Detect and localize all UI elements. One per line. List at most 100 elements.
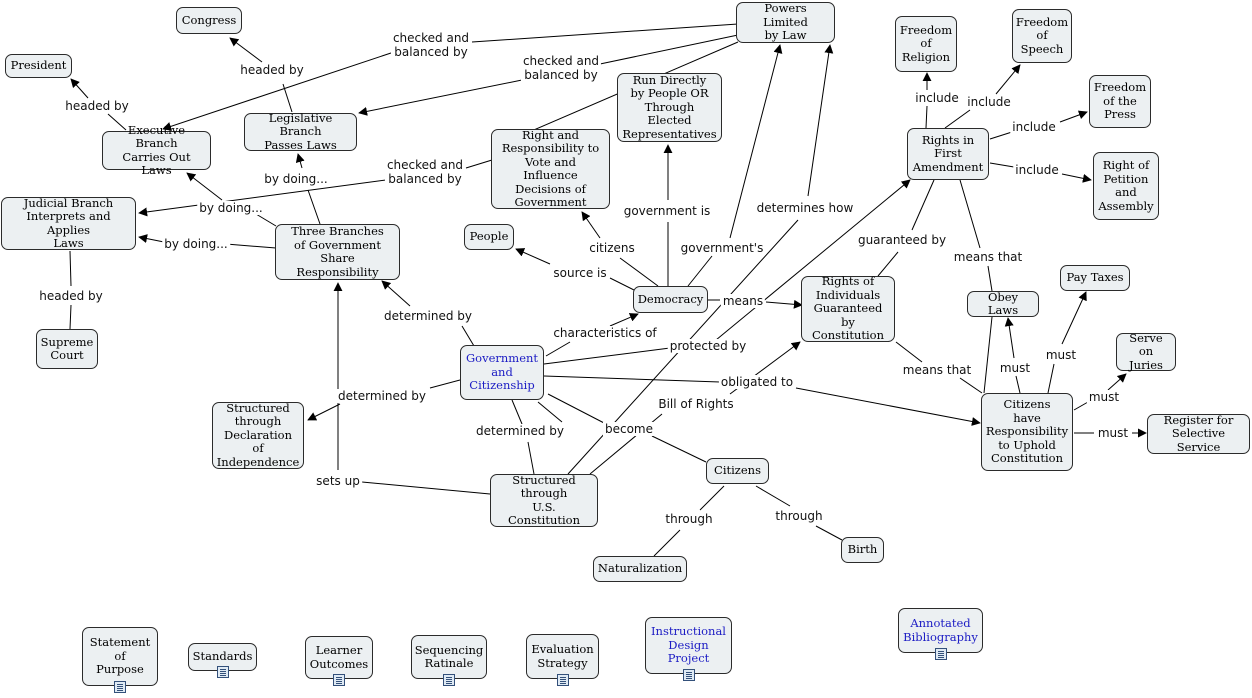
edge-democracy-people-b — [515, 248, 551, 265]
edge-label-guaranteed-by: guaranteed by — [855, 233, 949, 247]
edge-label-determined-by-three: determined by — [382, 309, 474, 323]
edge-gov-constitution-b — [527, 441, 535, 475]
node-right-responsibility[interactable]: Right and Responsibility to Vote and Inf… — [491, 128, 610, 209]
edge-democracy-powers-b — [729, 44, 783, 239]
edge-judicial-supreme-b — [69, 304, 72, 330]
node-naturalization[interactable]: Naturalization — [593, 556, 687, 582]
node-executive[interactable]: Executive Branch Carries Out Laws — [102, 123, 211, 177]
node-label: Judicial Branch Interprets and Applies L… — [23, 195, 114, 250]
edge-label-become: become — [602, 422, 656, 436]
node-label: Birth — [847, 542, 878, 557]
node-freedom-speech[interactable]: Freedom of Speech — [1012, 9, 1072, 63]
node-three-branches[interactable]: Three Branches of Government Share Respo… — [275, 224, 400, 280]
edge-three-legislative-a — [307, 189, 321, 225]
node-label: Citizens have Responsibility to Uphold C… — [985, 397, 1069, 466]
node-rights-first-amendment[interactable]: Rights in First Amendment — [907, 128, 989, 180]
edge-rights-rfa-b — [911, 179, 935, 231]
edge-citizens-naturalization-a — [699, 485, 725, 511]
document-icon[interactable] — [682, 669, 695, 681]
edge-legislative-congress-b — [229, 37, 263, 63]
node-label: Freedom of the Press — [1093, 80, 1147, 122]
node-instructional-design[interactable]: Instructional Design Project — [645, 617, 732, 681]
node-powers-limited[interactable]: Powers Limited by Law — [736, 2, 835, 43]
edge-rfa-obey-b — [987, 265, 993, 292]
edge-label-headed-by-congress: headed by — [238, 63, 306, 77]
edge-label-include-press: include — [1010, 120, 1058, 134]
document-icon[interactable] — [216, 666, 229, 678]
edge-democracy-rightresp-a — [619, 257, 659, 287]
node-serve-juries[interactable]: Serve on Juries — [1116, 331, 1176, 371]
node-citizens-responsibility[interactable]: Citizens have Responsibility to Uphold C… — [981, 393, 1073, 471]
edge-label-must-register: must — [1095, 426, 1131, 440]
edge-gov-democracy-a — [545, 341, 571, 357]
node-register-service[interactable]: Register for Selective Service — [1147, 413, 1250, 454]
node-structured-constitution[interactable]: Structured through U.S. Constitution — [490, 473, 598, 527]
edge-gov-three-b — [381, 280, 411, 307]
node-structured-declaration[interactable]: Structured through Declaration of Indepe… — [212, 401, 304, 469]
node-label: Rights of Individuals Guaranteed by Cons… — [812, 274, 884, 343]
document-icon[interactable] — [934, 648, 947, 660]
edge-rights-rfa-a — [877, 251, 899, 277]
node-evaluation-strategy[interactable]: Evaluation Strategy — [526, 634, 599, 686]
node-label: Freedom of Speech — [1015, 14, 1069, 56]
edge-citizens-birth-b — [815, 525, 843, 541]
node-right-petition[interactable]: Right of Petition and Assembly — [1093, 152, 1159, 220]
node-gov-citizenship[interactable]: Government and Citizenship — [460, 345, 544, 400]
node-run-directly[interactable]: Run Directly by People OR Through Electe… — [617, 73, 722, 142]
edge-label-through-birth: through — [773, 509, 825, 523]
edge-rfa-press-b — [1059, 110, 1088, 123]
node-annotated-bibliography[interactable]: Annotated Bibliography — [898, 608, 983, 660]
node-label: Congress — [181, 12, 237, 27]
node-label: Annotated Bibliography — [903, 616, 978, 644]
node-label: Executive Branch Carries Out Laws — [122, 122, 191, 177]
node-label: Pay Taxes — [1066, 270, 1124, 285]
edge-democracy-powers-a — [687, 255, 713, 287]
node-rights-individuals[interactable]: Rights of Individuals Guaranteed by Cons… — [801, 274, 895, 343]
node-supreme-court[interactable]: Supreme Court — [36, 329, 98, 369]
edge-gov-become-c — [537, 401, 563, 423]
edge-label-headed-by-supreme: headed by — [37, 289, 105, 303]
edge-label-headed-by-president: headed by — [63, 99, 131, 113]
node-president[interactable]: President — [5, 54, 72, 78]
document-icon[interactable] — [443, 674, 455, 686]
node-citizens[interactable]: Citizens — [706, 458, 769, 484]
edge-label-government-is: government is — [621, 204, 713, 218]
edge-executive-president-a — [107, 113, 127, 131]
edge-gov-constitution-a — [511, 399, 523, 425]
edge-label-through-naturalization: through — [663, 512, 715, 526]
edge-label-checked-balanced-3: checked and balanced by — [384, 158, 466, 186]
edge-three-judicial-b — [138, 234, 165, 244]
node-freedom-religion[interactable]: Freedom of Religion — [895, 16, 957, 72]
document-icon[interactable] — [333, 674, 345, 686]
edge-rights-citizensresp-b — [959, 377, 983, 394]
edge-rfa-petition-b — [1061, 173, 1092, 183]
edge-cr-juries-b — [1107, 373, 1127, 391]
node-legislative[interactable]: Legislative Branch Passes Laws — [244, 111, 357, 151]
node-statement-purpose[interactable]: Statement of Purpose — [82, 627, 158, 693]
node-people[interactable]: People — [464, 224, 514, 250]
edge-rfa-petition-a — [989, 162, 1015, 168]
edge-rfa-speech-b — [995, 64, 1021, 95]
edge-judicial-supreme-a — [69, 250, 72, 287]
edge-rfa-obey-a — [959, 179, 981, 249]
edge-gov-declaration-b — [307, 403, 341, 421]
node-democracy[interactable]: Democracy — [633, 286, 708, 313]
node-birth[interactable]: Birth — [841, 537, 884, 563]
node-judicial[interactable]: Judicial Branch Interprets and Applies L… — [1, 195, 136, 250]
edge-label-must-juries: must — [1086, 390, 1122, 404]
node-obey-laws[interactable]: Obey Laws — [967, 290, 1039, 317]
node-pay-taxes[interactable]: Pay Taxes — [1060, 265, 1130, 291]
edge-label-means-that-citizens: means that — [900, 363, 974, 377]
edge-cr-juries-a — [1073, 401, 1089, 411]
edge-three-executive-a — [255, 213, 277, 227]
edge-label-source-is: source is — [551, 266, 609, 280]
edge-citizens-birth-a — [755, 485, 791, 507]
node-sequencing-ratinale[interactable]: Sequencing Ratinale — [411, 635, 487, 686]
node-freedom-press[interactable]: Freedom of the Press — [1089, 75, 1151, 128]
node-standards[interactable]: Standards — [188, 643, 257, 678]
edge-gov-protected-a — [543, 347, 671, 365]
node-congress[interactable]: Congress — [176, 7, 242, 34]
document-icon[interactable] — [556, 674, 569, 686]
document-icon[interactable] — [114, 681, 126, 693]
node-learner-outcomes[interactable]: Learner Outcomes — [305, 636, 373, 686]
